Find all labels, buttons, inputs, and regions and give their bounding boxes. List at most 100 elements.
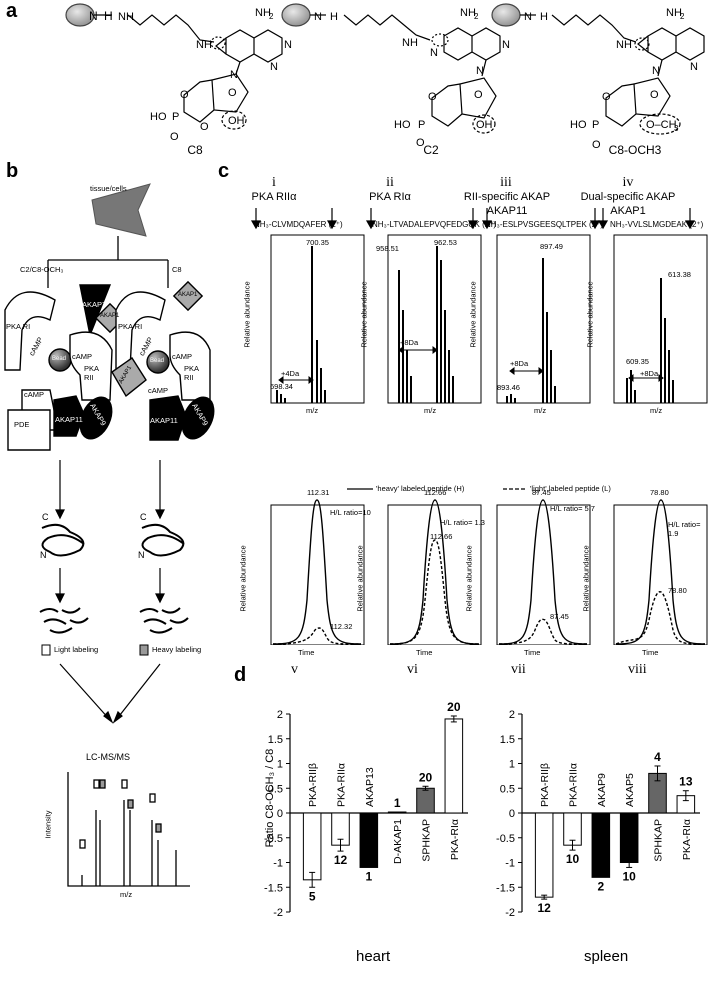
ms-peak-label-heavy-iv: 613.38	[668, 270, 691, 279]
count-label: 4	[654, 750, 661, 764]
ms-peak-label-light-ii: 958.51	[376, 244, 399, 253]
structure-c8	[65, 3, 283, 130]
label-akap1-left: AKAP1	[100, 313, 120, 319]
svg-text:O: O	[416, 137, 425, 149]
svg-text:NH: NH	[196, 39, 212, 51]
legend-light: 'light' labeled peptide (L)	[530, 484, 611, 493]
panel-c-plots	[250, 208, 708, 645]
lcms-spectrum	[67, 772, 190, 887]
panel-a-structures: N H NH NH NH2 N N N O OH O HO P O O N H …	[65, 3, 705, 151]
bead-icon	[491, 3, 521, 27]
branch-left-label: C2/C8-OCH₃	[20, 265, 64, 274]
title-iii: RII-specific AKAP	[463, 191, 551, 203]
svg-text:HO: HO	[570, 119, 587, 131]
count-label: 20	[419, 770, 433, 784]
chart-heart-ylabel-wrap: Ratio C8-OCH₃ / C8	[262, 716, 276, 886]
label-camp-left-3: cAMP	[24, 390, 45, 399]
svg-text:N: N	[430, 47, 438, 59]
y-tick-label: 1	[509, 759, 515, 771]
lc-xlabel-vii: Time	[524, 648, 541, 657]
svg-text:N: N	[652, 65, 660, 77]
svg-text:2: 2	[474, 12, 479, 21]
branch-right-label: C8	[172, 265, 182, 274]
ms-xlabel-iv: m/z	[650, 406, 663, 415]
lc-light-peak-v: 112.32	[330, 622, 353, 631]
svg-text:HO: HO	[150, 111, 167, 123]
label-pka-ri-right: PKA RI	[118, 322, 143, 331]
svg-text:O: O	[592, 139, 601, 151]
count-label: 10	[566, 852, 580, 866]
subtitle-iv: AKAP1	[610, 205, 646, 217]
svg-text:O–CH: O–CH	[646, 119, 677, 131]
panel-letter-a: a	[6, 0, 18, 22]
lc-ratio-v: H/L ratio=10	[330, 508, 371, 517]
svg-text:NH: NH	[255, 7, 271, 19]
lc-light-peak-viii: 78.80	[668, 586, 687, 595]
y-tick-label: -1	[273, 858, 283, 870]
sequence-i: NH₃-CLVMDQAFER (2⁺)	[254, 220, 343, 229]
svg-text:OH: OH	[228, 115, 245, 127]
svg-text:O: O	[180, 89, 189, 101]
ms-shift-iii: +8Da	[510, 359, 529, 368]
lc-ylabel-vii: Relative abundance	[464, 545, 474, 612]
label-bead-right: Bead	[150, 358, 165, 364]
y-tick-label: 1.5	[500, 734, 515, 746]
bar	[302, 812, 322, 881]
heavy-label-box	[139, 644, 149, 656]
ms-peak-label-heavy-i: 700.35	[306, 238, 329, 247]
bar	[591, 812, 611, 878]
label-akap11-left: AKAP11	[55, 415, 83, 424]
y-tick-label: 1.5	[268, 734, 283, 746]
count-label: 10	[622, 869, 636, 883]
svg-text:N: N	[690, 61, 698, 73]
bead-icon	[146, 350, 170, 374]
category-label: AKAP9	[596, 773, 608, 807]
akap7-shape	[79, 284, 112, 338]
svg-text:N: N	[230, 69, 238, 81]
count-label: 1	[394, 796, 401, 810]
ms-peak-label-light-iv: 609.35	[626, 357, 649, 366]
label-camp-right-3: cAMP	[148, 386, 169, 395]
category-label: SPHKAP	[653, 819, 665, 862]
y-tick-label: 0	[509, 808, 515, 820]
bead-icon	[281, 3, 311, 27]
category-label: PKA-RIIα	[336, 763, 348, 807]
label-pka-rii-left: PKA RII	[84, 364, 99, 382]
bar	[416, 787, 435, 814]
ms-ylabel-iii: Relative abundance	[468, 281, 478, 348]
category-label: AKAP13	[364, 767, 376, 807]
ms-xlabel-i: m/z	[306, 406, 319, 415]
bar	[387, 811, 407, 814]
peptide-fragments	[39, 607, 189, 634]
ms-xlabel-ii: m/z	[424, 406, 437, 415]
lc-xlabel-viii: Time	[642, 648, 659, 657]
ms-peak-label-heavy-ii: 962.53	[434, 238, 457, 247]
ms-shift-i: +4Da	[281, 369, 300, 378]
lc-ratio-vi: H/L ratio= 1.3	[440, 518, 485, 527]
title-ii: PKA RIα	[369, 191, 411, 203]
svg-text:OH: OH	[476, 119, 493, 131]
light-labeling-label: Light labeling	[54, 645, 99, 654]
roman-iv: iv	[622, 175, 634, 190]
chart-heart: 21.510.50-0.5-1-1.5-25PKA-RIIβ12PKA-RIIα…	[264, 700, 468, 919]
label-c-left: C	[42, 512, 49, 522]
count-label: 13	[679, 775, 693, 789]
y-tick-label: 0.5	[268, 783, 283, 795]
roman-v: v	[291, 662, 298, 677]
ms-peak-label-heavy-iii: 897.49	[540, 242, 563, 251]
lc-heavy-peak-v: 112.31	[307, 488, 330, 497]
category-label: PKA-RIα	[449, 819, 461, 860]
svg-text:N: N	[314, 11, 322, 23]
akap9-shape	[79, 396, 113, 440]
svg-text:O: O	[428, 91, 437, 103]
panel-letter-b: b	[6, 160, 19, 182]
y-tick-label: -2	[273, 907, 283, 919]
lc-xlabel-v: Time	[298, 648, 315, 657]
compound-label-c8-och3: C8-OCH3	[608, 143, 662, 157]
svg-text:O: O	[602, 91, 611, 103]
svg-text:O: O	[474, 89, 483, 101]
label-akap7: AKAP7	[82, 300, 107, 309]
svg-text:O: O	[228, 87, 237, 99]
compound-label-c2: C2	[423, 143, 439, 157]
